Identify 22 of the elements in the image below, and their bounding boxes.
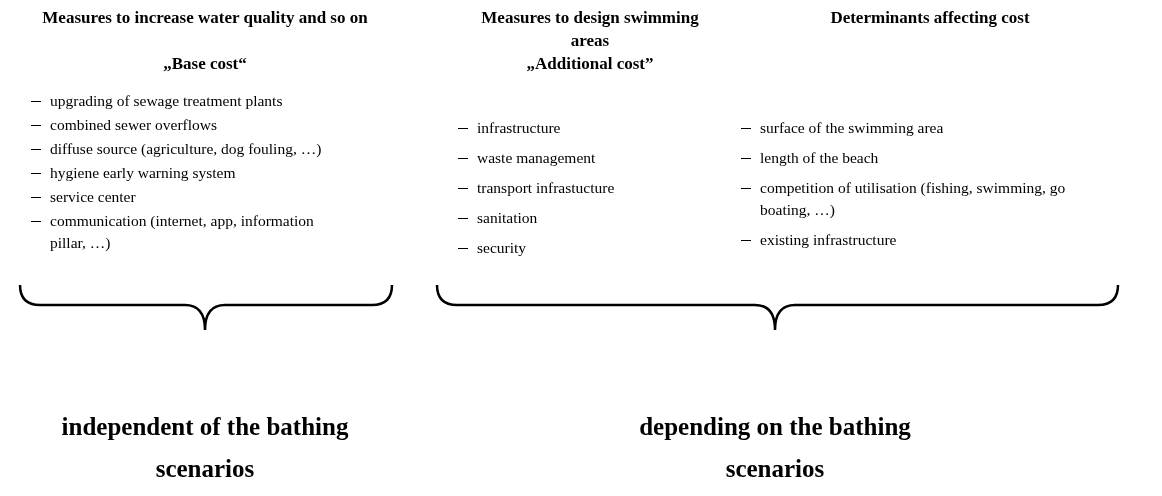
list-item: competition of utilisation (fishing, swimming, go boating, …)	[760, 179, 1066, 218]
list-item: waste management	[477, 149, 596, 166]
list-item: transport infrastucture	[477, 179, 615, 196]
list-item: hygiene early warning system	[50, 164, 236, 181]
list-item: length of the beach	[760, 149, 879, 166]
list-item: existing infrastructure	[760, 231, 897, 248]
list-item: service center	[50, 188, 136, 205]
list-item: upgrading of sewage treatment plants	[50, 92, 283, 109]
list-item: security	[477, 239, 527, 256]
list-item: combined sewer overflows	[50, 116, 217, 133]
list-item: sanitation	[477, 209, 538, 226]
list-item: communication (internet, app, information pillar, …)	[50, 212, 314, 251]
column-heading: „Base cost“	[162, 53, 248, 75]
column-heading: „Additional cost”	[525, 53, 655, 75]
summary-text: depending on the bathing scenarios	[638, 412, 912, 484]
list-item: diffuse source (agriculture, dog fouling, …)	[50, 140, 322, 157]
summary-text: independent of the bathing scenarios	[60, 412, 350, 484]
column-heading: Measures to increase water quality and so on	[41, 7, 369, 29]
column-heading: Determinants affecting cost	[829, 7, 1031, 29]
list-item: surface of the swimming area	[760, 119, 944, 136]
list-item: infrastructure	[477, 119, 561, 136]
column-heading: Measures to design swimming areas	[480, 7, 700, 52]
